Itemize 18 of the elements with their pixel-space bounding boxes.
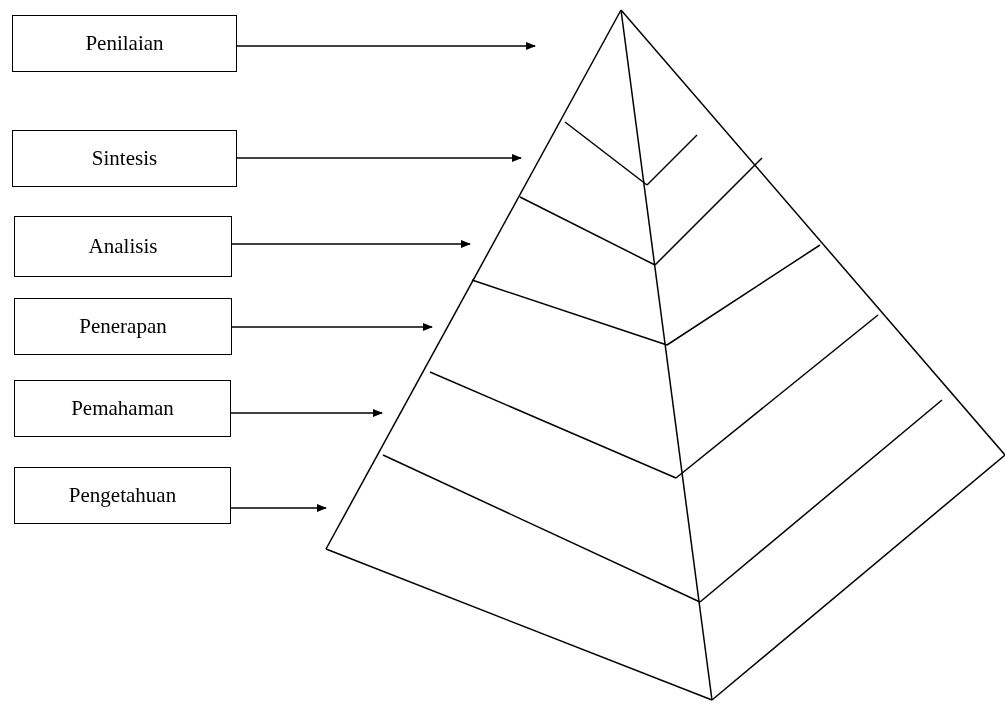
- level-label: Penilaian: [85, 31, 164, 56]
- level-box: [14, 216, 232, 277]
- level-label: Pengetahuan: [68, 483, 177, 508]
- arrow: [231, 323, 433, 331]
- arrow: [236, 154, 522, 162]
- level-box: [14, 298, 232, 355]
- level-label: Analisis: [88, 234, 158, 259]
- level-box: [12, 15, 237, 72]
- level-label: Sintesis: [91, 146, 158, 171]
- level-box: [14, 467, 231, 524]
- arrow: [230, 504, 327, 512]
- arrow: [230, 409, 383, 417]
- level-label: Penerapan: [79, 314, 167, 339]
- arrow: [236, 42, 536, 50]
- level-box: [14, 380, 231, 437]
- arrow: [231, 240, 471, 248]
- level-label: Pemahaman: [71, 396, 174, 421]
- level-box: [12, 130, 237, 187]
